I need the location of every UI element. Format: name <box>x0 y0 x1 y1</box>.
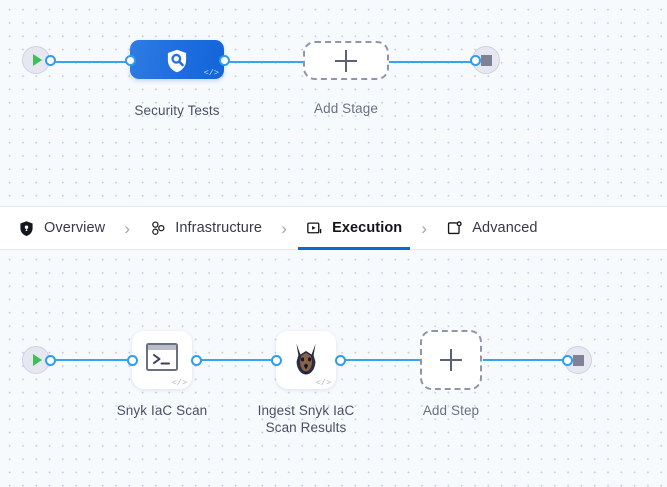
nodes-icon <box>149 220 166 237</box>
tab-advanced-label: Advanced <box>472 220 538 236</box>
wire-start-to-security-tests <box>48 61 132 63</box>
port-exec-start-out[interactable] <box>45 354 56 366</box>
step-node-snyk-iac-scan[interactable]: </> <box>132 331 192 389</box>
port-security-tests-in[interactable] <box>125 54 136 66</box>
execution-start-node[interactable] <box>22 346 50 374</box>
stage-graph-canvas[interactable]: </> Security Tests Add Stage <box>0 0 667 206</box>
stop-icon <box>480 54 492 66</box>
tab-infrastructure[interactable]: Infrastructure <box>145 206 266 250</box>
step-label-line-2: Scan Results <box>265 420 347 435</box>
snyk-dog-icon <box>276 342 336 376</box>
stage-label-add-stage: Add Stage <box>314 101 378 116</box>
wire-ingest-to-add-step <box>340 359 420 361</box>
tab-separator-1: › <box>124 218 131 238</box>
step-node-ingest-snyk-iac-scan-results[interactable]: </> <box>276 331 336 389</box>
tab-overview[interactable]: Overview <box>14 206 109 250</box>
step-label-line-1: Ingest Snyk IaC <box>257 403 355 418</box>
wire-snyk-iac-scan-to-ingest <box>196 359 280 361</box>
code-badge-icon[interactable]: </> <box>171 377 187 388</box>
port-exec-end-in[interactable] <box>562 354 573 366</box>
stage-node-security-tests[interactable]: </> <box>130 40 224 79</box>
step-label-add-step: Add Step <box>422 403 480 418</box>
port-snyk-iac-scan-out[interactable] <box>191 354 202 366</box>
gear-card-icon <box>446 220 463 237</box>
step-label-snyk-iac-scan: Snyk IaC Scan <box>116 403 208 418</box>
add-step-button[interactable] <box>420 330 482 390</box>
plus-icon <box>440 349 462 371</box>
port-ingest-in[interactable] <box>271 354 282 366</box>
shield-search-icon <box>130 48 224 74</box>
tab-advanced[interactable]: Advanced <box>442 206 541 250</box>
stage-label-security-tests: Security Tests <box>134 103 220 118</box>
code-badge-icon[interactable]: </> <box>315 377 331 388</box>
terminal-icon <box>132 342 192 372</box>
wire-start-to-snyk-iac-scan <box>48 359 132 361</box>
add-stage-button[interactable] <box>303 41 389 80</box>
port-ingest-out[interactable] <box>335 354 346 366</box>
tab-overview-label: Overview <box>44 220 106 236</box>
play-icon <box>33 54 42 66</box>
code-badge-icon[interactable]: </> <box>203 67 219 78</box>
plus-icon <box>335 49 357 72</box>
wire-add-stage-to-end <box>388 61 475 63</box>
step-graph-canvas[interactable]: </> </> <box>0 250 667 487</box>
stage-config-tabbar: Overview › Infrastructure › <box>0 206 667 250</box>
tab-separator-2: › <box>281 218 287 238</box>
tab-separator-3: › <box>421 218 428 238</box>
play-icon <box>33 354 42 366</box>
tab-execution[interactable]: Execution <box>298 206 411 250</box>
wire-add-step-to-end <box>483 359 567 361</box>
stop-icon <box>572 354 584 366</box>
wire-security-tests-to-add-stage <box>220 61 304 63</box>
port-security-tests-out[interactable] <box>219 54 230 66</box>
port-snyk-iac-scan-in[interactable] <box>127 354 138 366</box>
play-box-icon <box>306 220 323 237</box>
port-end-in[interactable] <box>470 54 481 66</box>
port-start-out[interactable] <box>45 54 56 66</box>
step-label-ingest-snyk-iac-scan-results: Ingest Snyk IaC Scan Results <box>236 402 376 436</box>
tab-execution-label: Execution <box>332 220 403 236</box>
shield-icon <box>18 220 35 237</box>
tab-infrastructure-label: Infrastructure <box>175 220 263 236</box>
